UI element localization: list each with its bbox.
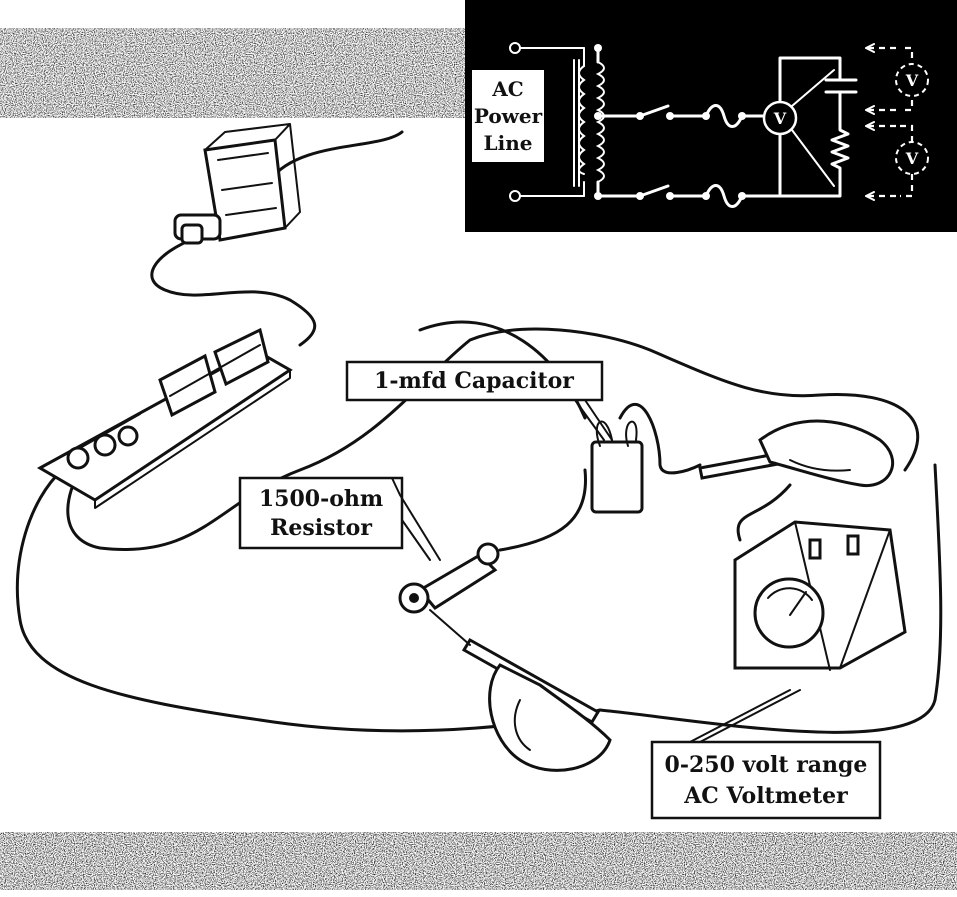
stipple-band-top — [0, 28, 470, 118]
power-line-label-1: AC — [491, 77, 523, 101]
probe-lower — [430, 610, 610, 770]
schematic-voltmeter-symbol: V — [773, 109, 787, 128]
probe-upper — [700, 421, 893, 485]
callout-voltmeter: 0-250 volt range AC Voltmeter — [652, 690, 880, 818]
wire-capacitor-to-resistor — [500, 470, 586, 550]
stipple-band-bottom — [0, 832, 957, 890]
callout-capacitor-label: 1-mfd Capacitor — [374, 368, 574, 394]
callout-voltmeter-label-2: AC Voltmeter — [683, 783, 848, 809]
voltmeter — [735, 522, 905, 670]
power-line-label-3: Line — [484, 131, 533, 155]
callout-resistor-label-1: 1500-ohm — [259, 486, 383, 512]
schematic-panel: AC Power Line — [465, 0, 957, 232]
callout-capacitor: 1-mfd Capacitor — [347, 362, 612, 440]
dashed-voltmeter-upper-symbol: V — [905, 71, 919, 90]
transformer — [175, 124, 300, 243]
callout-resistor-label-2: Resistor — [270, 515, 372, 541]
callout-voltmeter-label-1: 0-250 volt range — [665, 752, 868, 778]
dashed-voltmeter-lower-symbol: V — [905, 149, 919, 168]
resistor — [400, 544, 498, 612]
callout-resistor: 1500-ohm Resistor — [240, 478, 440, 560]
power-line-label-2: Power — [474, 104, 543, 128]
